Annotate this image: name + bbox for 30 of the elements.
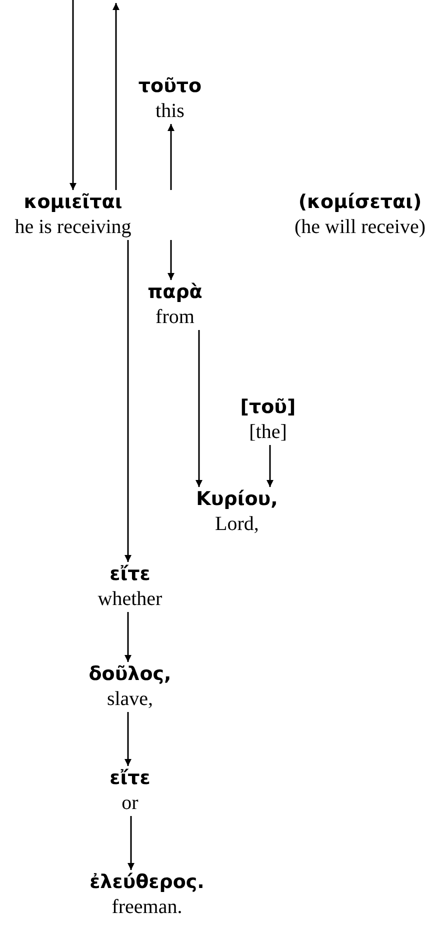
english-gloss: (he will receive) <box>294 215 426 240</box>
greek-word: δοῦλος, <box>88 662 172 686</box>
english-gloss: this <box>156 99 184 124</box>
greek-word: [τοῦ] <box>240 395 296 419</box>
english-gloss: or <box>122 791 138 816</box>
greek-word: εἴτε <box>110 562 150 586</box>
arrow <box>266 445 274 487</box>
greek-word: κομιεῖται <box>24 190 122 214</box>
english-gloss: from <box>156 305 194 330</box>
greek-word: εἴτε <box>110 766 150 790</box>
arrow <box>124 612 132 662</box>
english-gloss: slave, <box>106 687 154 712</box>
arrow <box>124 240 132 562</box>
greek-word: παρὰ <box>148 280 202 304</box>
english-gloss: freeman. <box>112 895 182 920</box>
arrow <box>196 330 202 487</box>
english-gloss: [the] <box>249 420 287 445</box>
arrow <box>70 0 76 190</box>
arrow <box>124 712 132 766</box>
arrow <box>168 124 174 190</box>
english-gloss: whether <box>98 587 162 612</box>
arrow <box>112 3 120 190</box>
greek-word: τοῦτο <box>138 74 202 98</box>
arrow <box>128 816 134 870</box>
english-gloss: Lord, <box>215 512 259 537</box>
greek-word: Κυρίου, <box>196 487 278 511</box>
greek-word: (κομίσεται) <box>298 190 422 214</box>
english-gloss: he is receiving <box>14 215 132 240</box>
arrow <box>168 240 174 280</box>
greek-word: ἐλεύθερος. <box>90 870 204 894</box>
